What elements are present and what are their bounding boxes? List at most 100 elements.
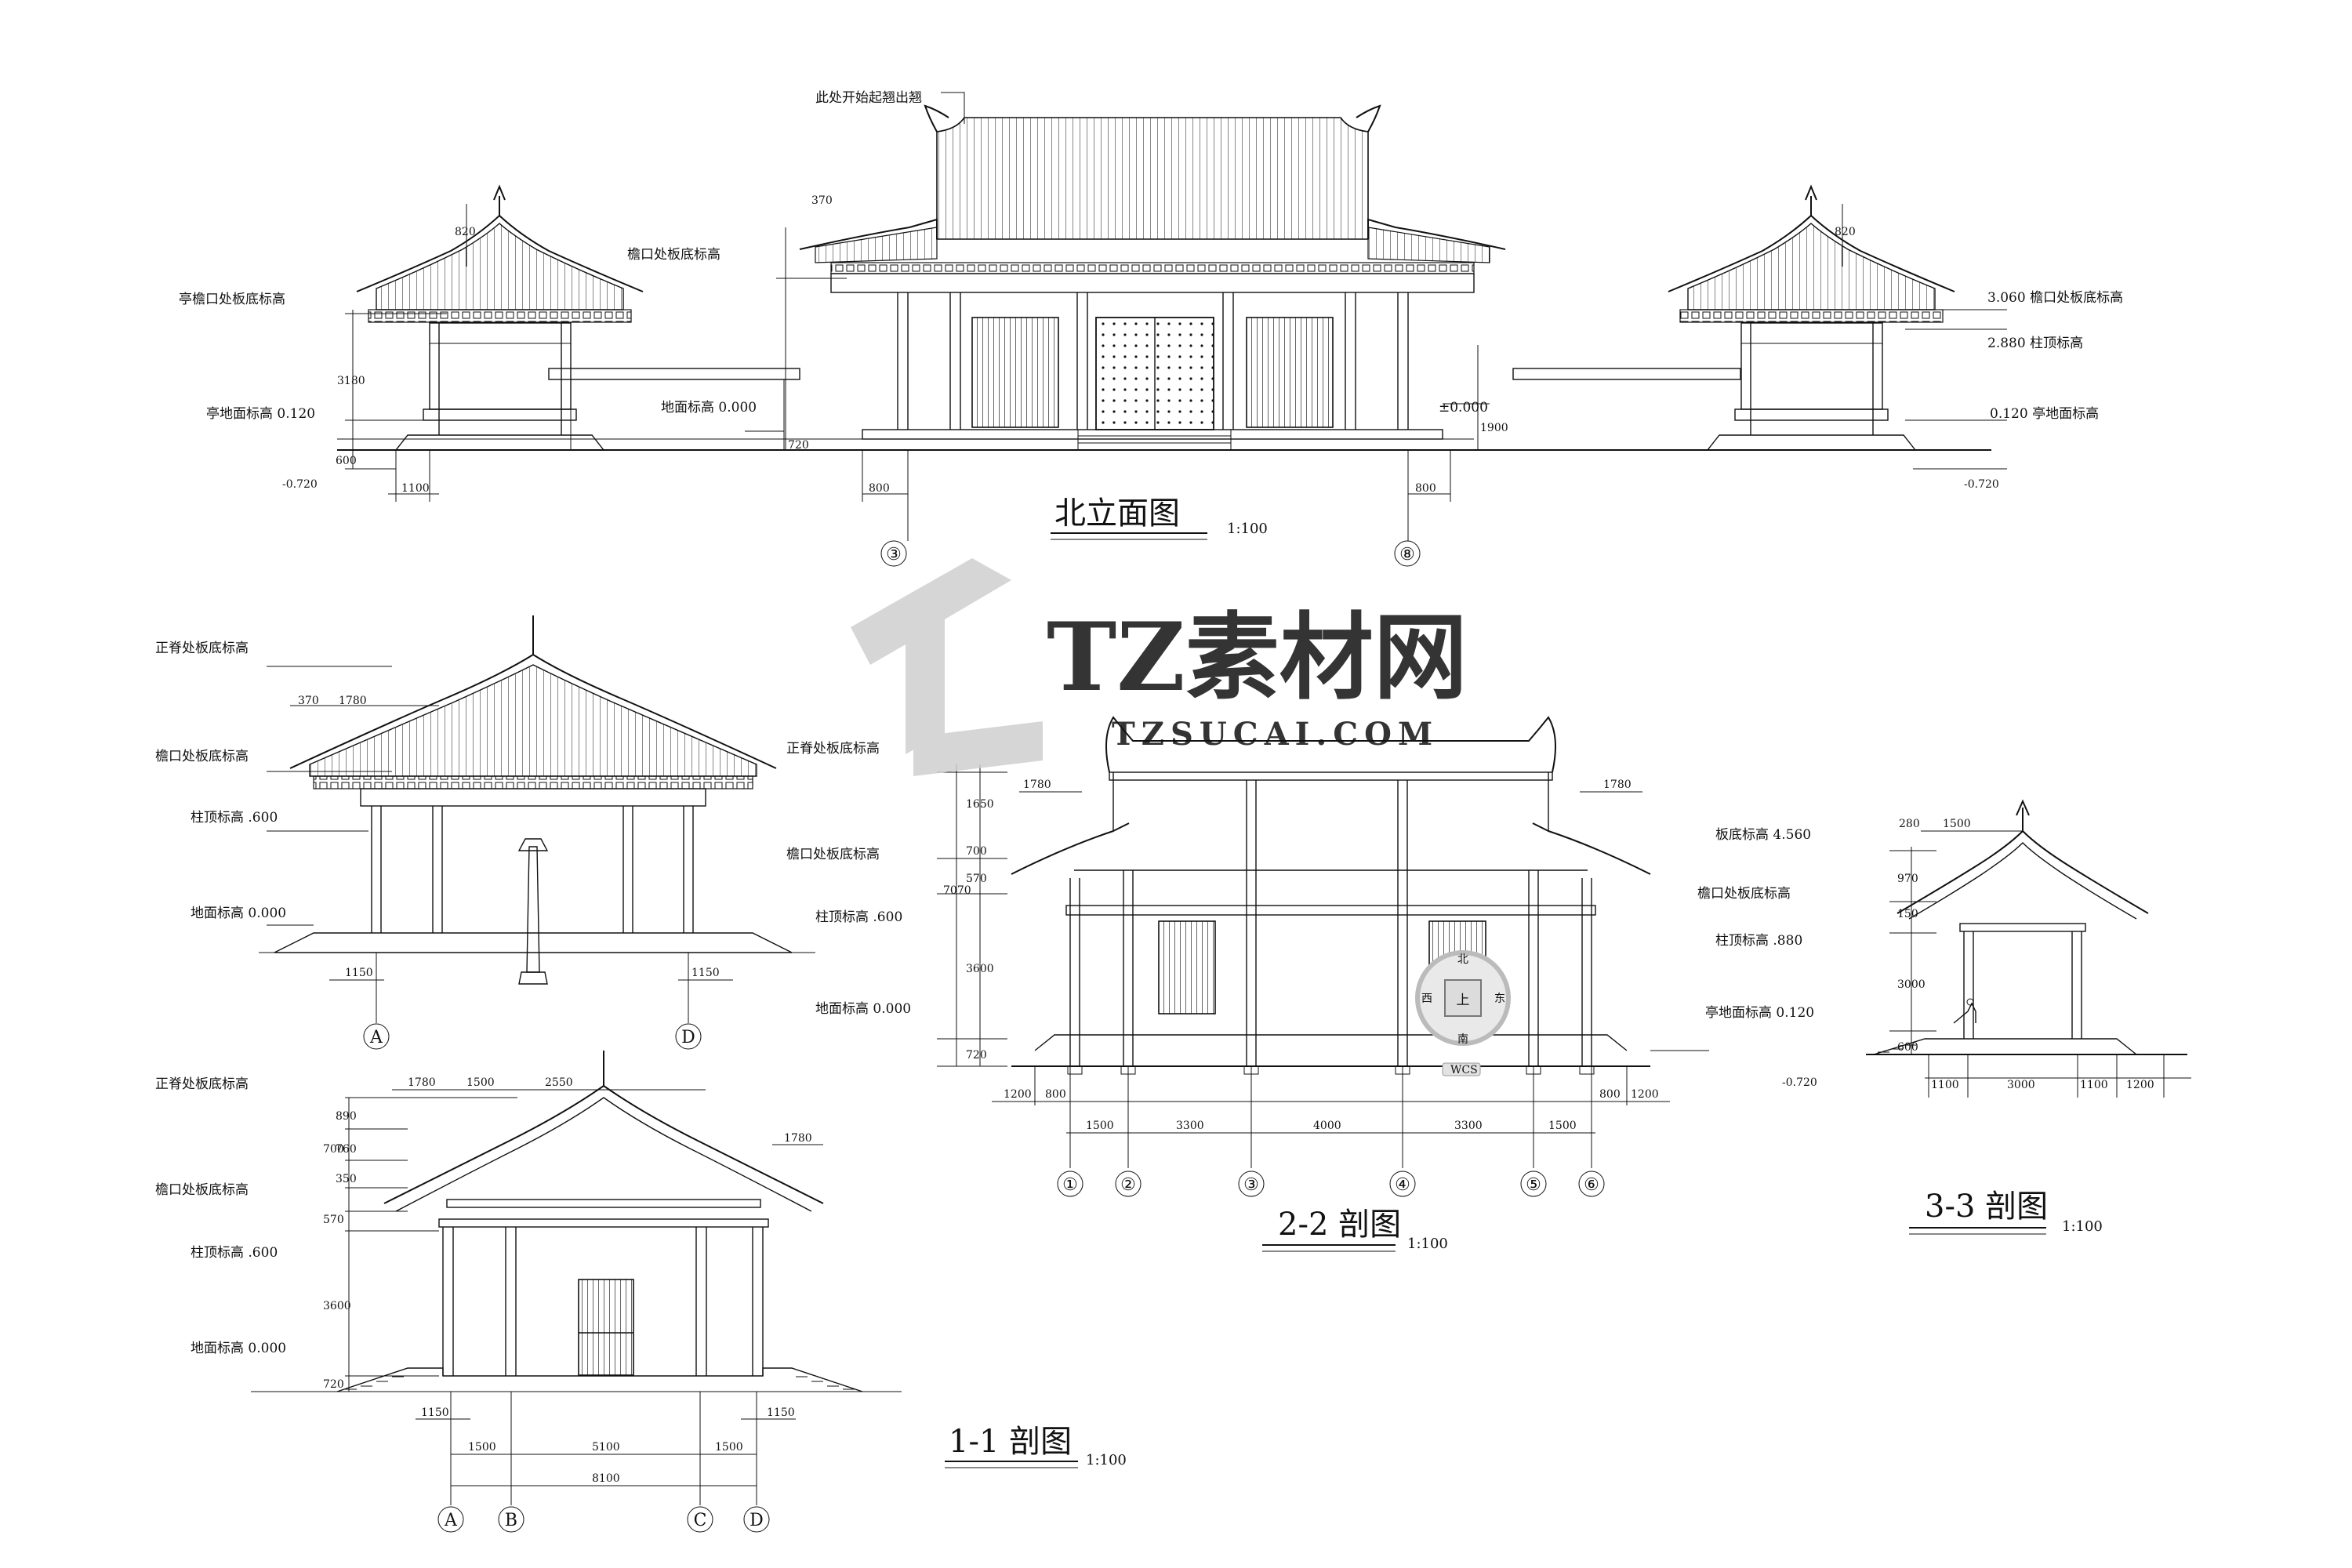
axis-8-label: ⑧ [1399, 545, 1415, 564]
section-3-3-scale: 1:100 [2062, 1218, 2103, 1235]
sec33-d280: 280 [1899, 818, 1920, 830]
sec33-v970: 970 [1897, 873, 1918, 885]
north-dimension-lines [345, 204, 2007, 541]
north-elevation-title: 北立面图 [1054, 495, 1180, 532]
pav-eave-label-right: 3.060 檐口处板底标高 [1987, 290, 2123, 306]
sec33-v600: 600 [1897, 1041, 1918, 1054]
view-cube-east[interactable]: 东 [1494, 993, 1505, 1005]
side-dim-1150a: 1150 [345, 967, 373, 979]
sec22-r1780: 1780 [1603, 779, 1632, 791]
side-ridge-label: 正脊处板底标高 [155, 641, 249, 656]
sec22-col-label: 柱顶标高 .600 [815, 909, 902, 925]
side-dim-370: 370 [298, 695, 319, 707]
sec22-axis-1: ① [1062, 1175, 1078, 1195]
side-ground-label: 地面标高 0.000 [191, 906, 286, 921]
section-3-3: 板底标高 4.560 檐口处板底标高 柱顶标高 .880 亭地面标高 0.120… [1697, 799, 2191, 1235]
sec33-d1500: 1500 [1943, 818, 1971, 830]
sec22-s3300a: 3300 [1176, 1120, 1204, 1132]
wcs-label: WCS [1450, 1064, 1478, 1076]
sec11-b1500a: 1500 [468, 1441, 496, 1454]
sec11-v890: 890 [336, 1110, 357, 1123]
sec22-v700: 700 [966, 845, 987, 858]
sec33-b3000: 3000 [2007, 1079, 2035, 1091]
dim-800-left: 800 [869, 482, 890, 495]
dim-800-right: 800 [1415, 482, 1436, 495]
sec22-b1200b: 1200 [1631, 1088, 1659, 1101]
north-elevation: 此处开始起翘出翘 亭檐口处板底标高 檐口处板底标高 亭地面标高 0.120 地面… [179, 90, 2123, 567]
sec11-col-label: 柱顶标高 .600 [191, 1245, 278, 1261]
section-1-1-title: 1-1 剖图 [949, 1424, 1072, 1460]
axis-3-label: ③ [886, 545, 902, 564]
watermark-brand: TZ素材网 [1047, 602, 1468, 713]
sec11-ridge-label: 正脊处板底标高 [155, 1076, 249, 1092]
section-2-2: ① ② ③ ④ ⑤ ⑥ 正脊处板底标高 檐口处板底标高 柱顶标高 .600 地面… [786, 716, 1709, 1252]
dim-1100: 1100 [401, 482, 430, 495]
sec22-v1650: 1650 [966, 798, 994, 811]
sec11-dim-1150a: 1150 [421, 1406, 449, 1419]
dim-370: 370 [811, 194, 833, 207]
ridge-note: 此处开始起翘出翘 [815, 90, 922, 106]
side-elevation-a-d: A D 正脊处板底标高 檐口处板底标高 柱顶标高 .600 地面标高 0.000… [155, 615, 815, 1050]
axis-a-side: A [369, 1028, 383, 1047]
north-elevation-scale: 1:100 [1227, 521, 1268, 537]
sec11-right-1780: 1780 [784, 1132, 812, 1145]
sec11-axis-d: D [750, 1511, 764, 1530]
sec11-top-2550: 2550 [545, 1076, 573, 1089]
sec11-axis-c: C [694, 1511, 707, 1530]
sec11-ground-label: 地面标高 0.000 [191, 1341, 286, 1356]
sec22-axis-6: ⑥ [1584, 1175, 1599, 1195]
dim-1900: 1900 [1480, 422, 1508, 434]
sec33-board-label: 板底标高 4.560 [1715, 827, 1811, 843]
dim-720: 720 [788, 439, 809, 452]
sec11-v350: 350 [336, 1173, 357, 1185]
sec22-b800a: 800 [1045, 1088, 1066, 1101]
pav-eave-label-left: 亭檐口处板底标高 [179, 292, 285, 307]
view-cube-top-face[interactable] [1444, 979, 1482, 1017]
sec11-dim-1150b: 1150 [767, 1406, 795, 1419]
zero-label: ±0.000 [1439, 400, 1488, 416]
side-eave-label: 檐口处板底标高 [155, 749, 249, 764]
axis-circles-2-2 [1057, 1171, 1605, 1197]
sec22-l1780: 1780 [1023, 779, 1051, 791]
sec22-b800b: 800 [1599, 1088, 1621, 1101]
hall-eave-label: 檐口处板底标高 [627, 247, 720, 263]
side-dim-1780: 1780 [339, 695, 367, 707]
sec11-v700: 700 [323, 1143, 344, 1156]
view-cube-north[interactable]: 北 [1457, 953, 1468, 966]
sec33-eave-label: 檐口处板底标高 [1697, 886, 1791, 902]
col-top-label-right: 2.880 柱顶标高 [1987, 336, 2083, 351]
view-cube-top-label: 上 [1457, 993, 1470, 1008]
sec11-top-1780: 1780 [408, 1076, 436, 1089]
sec22-axis-5: ⑤ [1526, 1175, 1541, 1195]
section-2-2-scale: 1:100 [1407, 1236, 1448, 1252]
dim-neg-720-left: -0.720 [282, 478, 318, 491]
side-col-label: 柱顶标高 .600 [191, 810, 278, 826]
left-pavilion [356, 184, 800, 451]
view-cube-south[interactable]: 南 [1457, 1033, 1468, 1046]
sec22-s4000: 4000 [1313, 1120, 1341, 1132]
dim-600: 600 [336, 455, 357, 467]
dim-3180: 3180 [337, 375, 365, 387]
sec22-ground-label: 地面标高 0.000 [815, 1001, 911, 1017]
watermark-url: TZSUCAI.COM [1112, 716, 1439, 753]
sec33-neg-label: -0.720 [1782, 1076, 1817, 1089]
sec33-b1200: 1200 [2126, 1079, 2154, 1091]
sec11-v3600: 3600 [323, 1300, 351, 1312]
main-hall [799, 92, 1506, 451]
sec33-v3000: 3000 [1897, 978, 1926, 991]
view-cube[interactable]: 上 北 南 西 东 WCS [1415, 950, 1511, 1076]
view-cube-west[interactable]: 西 [1421, 993, 1432, 1005]
sec11-b1500b: 1500 [715, 1441, 743, 1454]
ground-label: 地面标高 0.000 [661, 400, 757, 416]
sec22-v720: 720 [966, 1049, 987, 1062]
sec22-axis-2: ② [1120, 1175, 1136, 1195]
wcs-menu-button[interactable] [1442, 1062, 1481, 1076]
sec22-ridge-label: 正脊处板底标高 [786, 741, 880, 757]
sec22-v570: 570 [966, 873, 987, 885]
pav-floor-label-right: 0.120 亭地面标高 [1990, 406, 2099, 422]
sec11-b8100: 8100 [592, 1472, 620, 1485]
sec22-v3600: 3600 [966, 963, 994, 975]
sec11-axis-b: B [505, 1511, 517, 1530]
sec22-eave-label: 檐口处板底标高 [786, 847, 880, 862]
